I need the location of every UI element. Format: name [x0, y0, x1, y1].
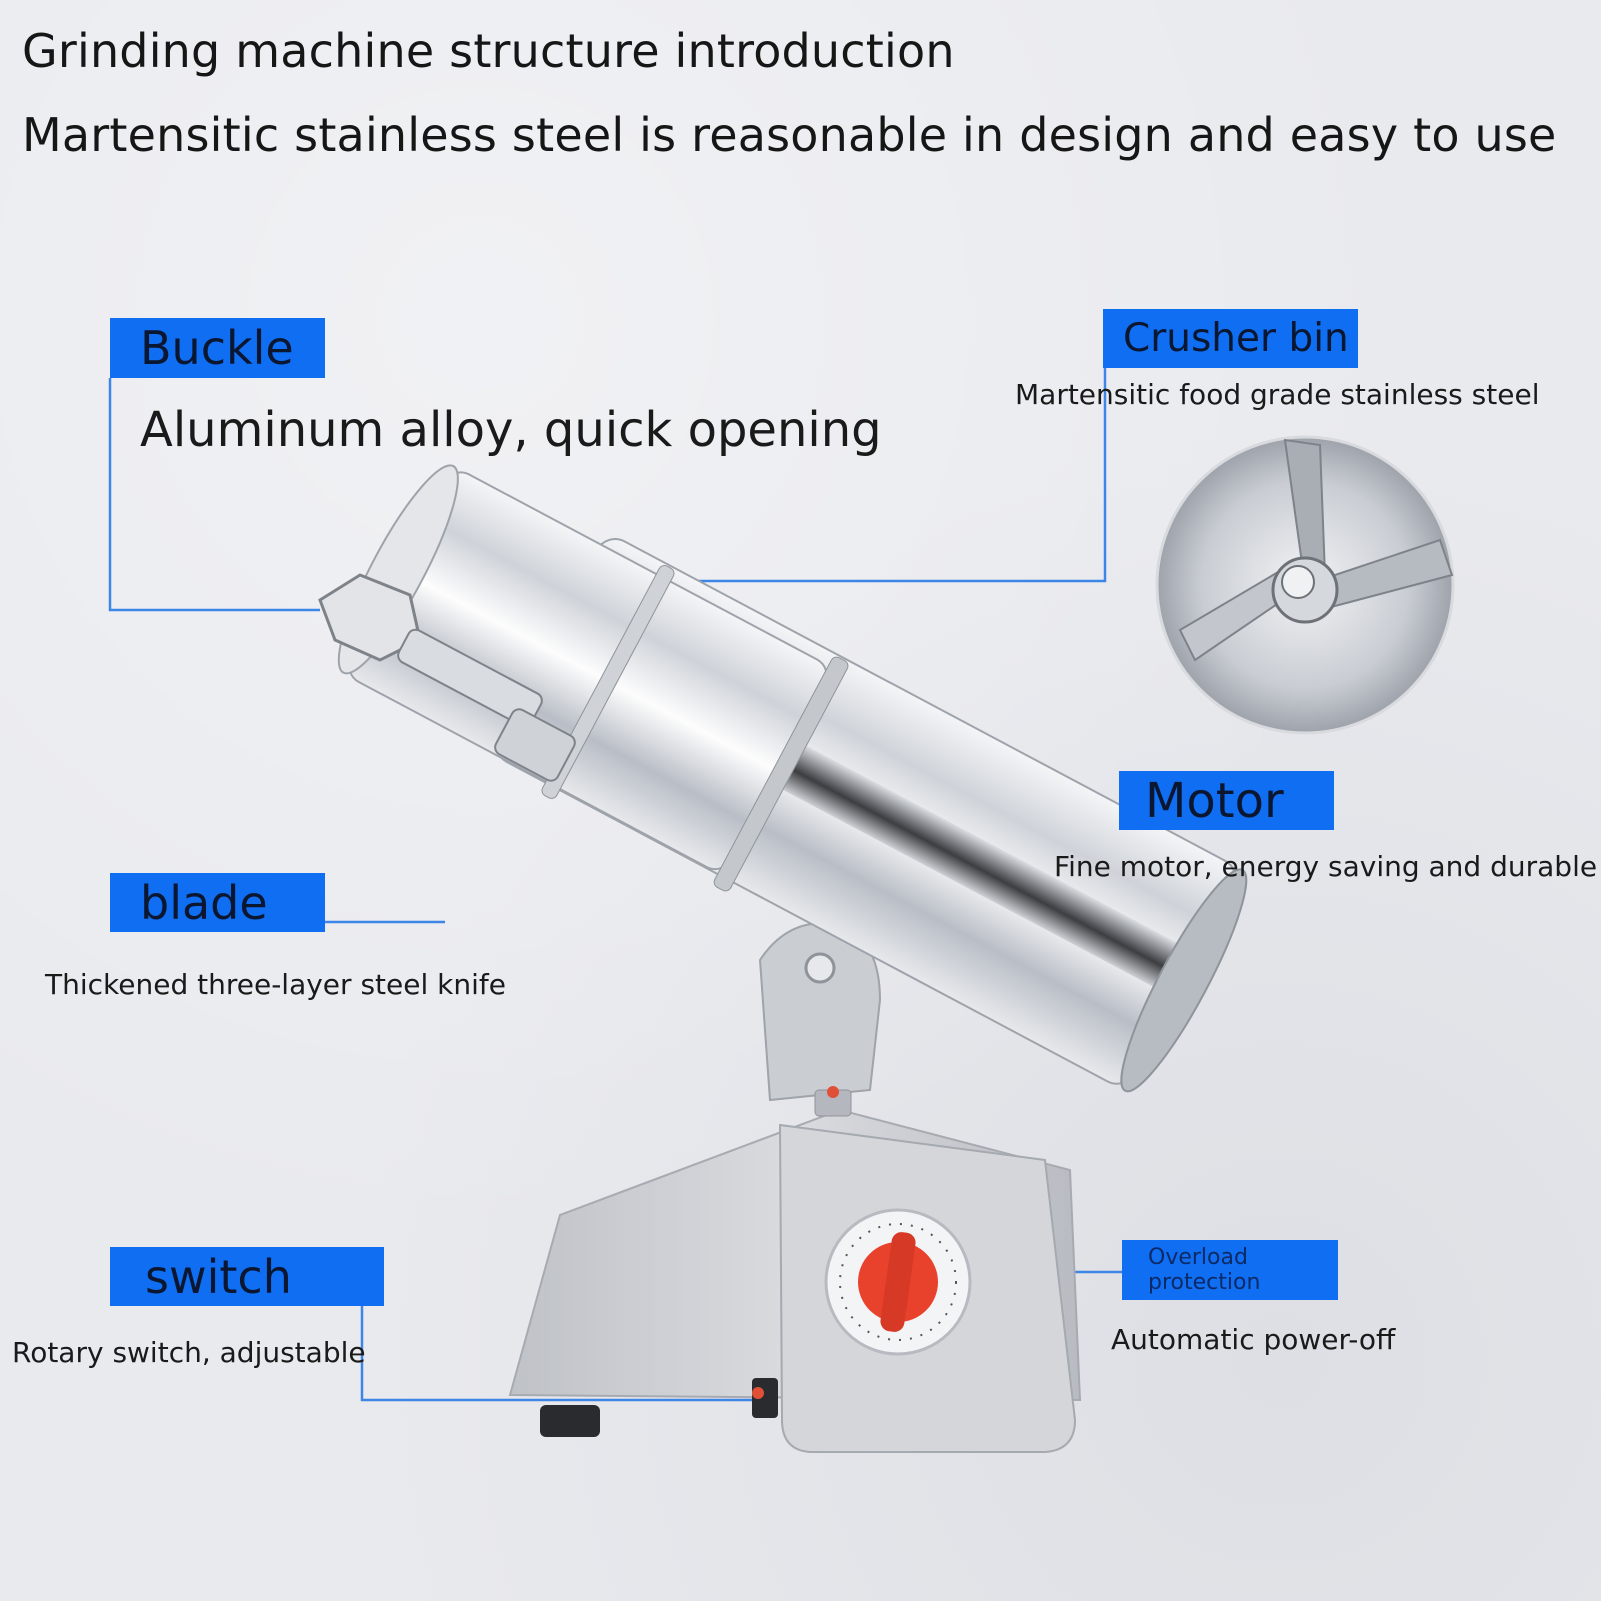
buckle-clamp: [318, 573, 576, 782]
callout-description-switch: Rotary switch, adjustable: [12, 1336, 366, 1369]
callout-label-blade: blade: [110, 873, 325, 932]
blade-closeup: [1155, 435, 1455, 735]
callout-description-buckle: Aluminum alloy, quick opening: [140, 402, 882, 458]
callout-description-blade: Thickened three-layer steel knife: [45, 968, 506, 1001]
callout-description-motor: Fine motor, energy saving and durable: [1054, 850, 1598, 883]
leader-crusher: [695, 368, 1107, 583]
callout-label-overload-protection: Overload protection: [1122, 1240, 1338, 1300]
callout-label-switch: switch: [110, 1247, 384, 1306]
callout-description-crusher-bin: Martensitic food grade stainless steel: [1015, 378, 1540, 411]
leader-buckle: [108, 378, 320, 612]
rotary-timer-knob: [824, 1208, 972, 1356]
callout-label-crusher-bin: Crusher bin: [1103, 309, 1358, 368]
callout-label-buckle: Buckle: [110, 318, 325, 378]
callout-label-motor: Motor: [1119, 771, 1334, 830]
page-title: Grinding machine structure introduction: [22, 24, 955, 78]
page-subtitle: Martensitic stainless steel is reasonabl…: [22, 108, 1557, 162]
leader-switch: [360, 1306, 755, 1402]
callout-description-overload-protection: Automatic power-off: [1111, 1323, 1396, 1356]
